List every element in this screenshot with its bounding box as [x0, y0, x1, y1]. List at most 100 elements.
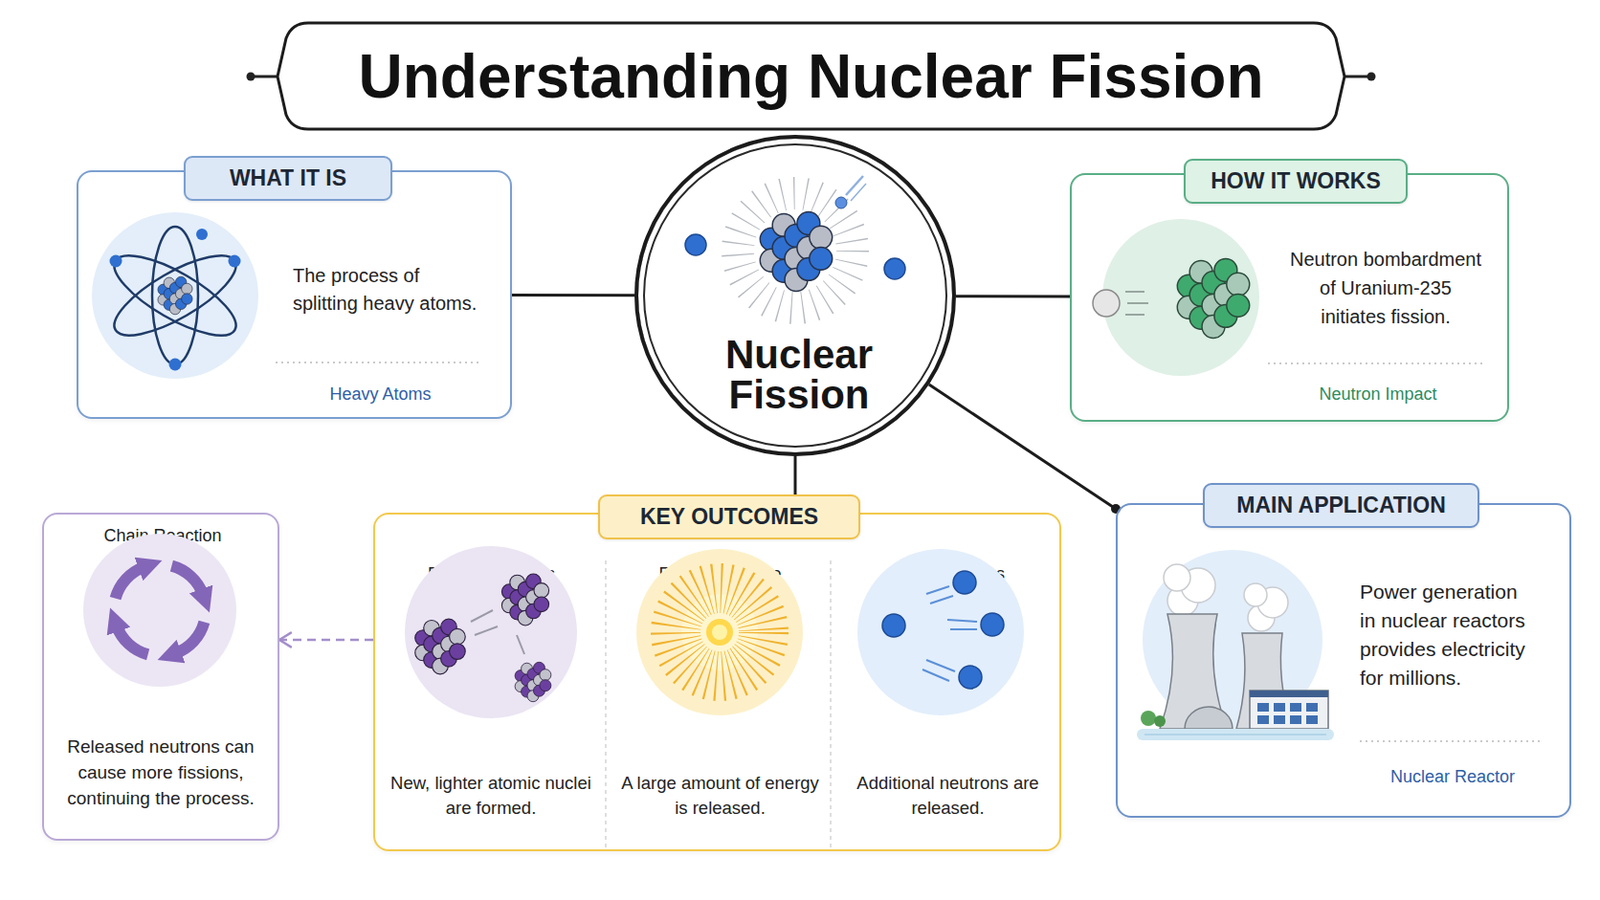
reactor-illustration [1289, 703, 1302, 712]
reactor-illustration [1247, 604, 1275, 632]
reactor-illustration [1159, 614, 1227, 730]
reactor-illustration [1249, 690, 1329, 730]
connector-stroke [279, 639, 374, 643]
info-box: Chain ReactionReleased neutrons can caus… [42, 512, 280, 842]
neutrons-icon [930, 596, 954, 604]
atom-icon [91, 212, 259, 379]
connector-line [929, 384, 1121, 514]
neutrons-icon [926, 586, 950, 595]
divider-lines [1267, 362, 1485, 365]
neutron-impact-icon [1177, 259, 1249, 339]
arrow-head [279, 633, 291, 648]
tab-heading: MAIN APPLICATION [1202, 483, 1480, 529]
neutrons-icon [958, 666, 982, 689]
divider-lines [275, 361, 482, 364]
reactor-illustration [1167, 585, 1199, 617]
outcome-column: Fission ProductsNew, lighter atomic nucl… [375, 553, 608, 841]
info-box: WHAT IT ISThe process of splitting heavy… [76, 170, 512, 420]
reactor-illustration [1140, 711, 1156, 727]
caption-label: Heavy Atoms [277, 382, 484, 406]
reactor-illustration [1249, 690, 1329, 698]
tab-heading: WHAT IT IS [183, 155, 393, 201]
body-text: Additional neutrons are released. [840, 771, 1056, 822]
energy-burst-icon [675, 588, 764, 677]
neutron-impact-icon [1125, 313, 1145, 316]
reactor-illustration [1144, 733, 1327, 736]
caption-label: Nuclear Reactor [1359, 765, 1546, 789]
neutron-impact-icon [1127, 302, 1149, 305]
neutron-impact-icon [1092, 219, 1260, 377]
atom-icon [104, 241, 247, 351]
cycle-icon [83, 533, 237, 688]
reactor-illustration [1273, 703, 1286, 712]
reactor-illustration [1306, 703, 1318, 712]
dashed-arrow [279, 633, 374, 648]
atom-icon [110, 255, 123, 268]
energy-burst-icon [681, 594, 758, 671]
title-banner [254, 75, 278, 79]
central-circle: Nuclear Fission [634, 134, 956, 457]
fission-products-icon [516, 635, 525, 655]
body-text: Released neutrons can cause more fission… [53, 733, 268, 812]
atom-icon [196, 228, 208, 241]
atom-icon [169, 358, 182, 372]
reactor-illustration [1136, 550, 1334, 741]
connector-line [511, 294, 635, 296]
neutron-impact-icon [1102, 219, 1260, 377]
atom-icon [152, 226, 199, 365]
atom-icon [157, 276, 193, 315]
body-text: Neutron bombardment of Uranium-235 initi… [1286, 244, 1486, 332]
connector-stroke [511, 293, 635, 297]
connector-line [955, 295, 1070, 297]
reactor-illustration [1306, 715, 1318, 725]
connector-stroke [929, 384, 1116, 510]
cycle-icon [83, 533, 237, 688]
neutrons-icon [922, 669, 950, 682]
reactor-illustration [1257, 587, 1289, 619]
energy-burst-icon [711, 624, 728, 641]
info-box: HOW IT WORKSNeutron bombardment of Urani… [1069, 173, 1510, 423]
body-text: More Neutrons [842, 562, 1054, 586]
central-title: Nuclear Fission [693, 334, 905, 416]
title-banner [277, 22, 1345, 130]
outcome-column: More NeutronsAdditional neutrons are rel… [832, 553, 1064, 841]
fission-products-icon [474, 626, 498, 636]
reactor-illustration [1257, 703, 1269, 712]
tab-heading: KEY OUTCOMES [598, 494, 861, 540]
info-box: MAIN APPLICATIONPower generation in nucl… [1115, 503, 1572, 819]
diagram-title: Understanding Nuclear Fission [277, 42, 1345, 112]
neutrons-icon [947, 620, 978, 623]
neutrons-icon [926, 660, 956, 672]
reactor-illustration [1136, 729, 1334, 741]
reactor-illustration [1273, 715, 1286, 725]
energy-burst-icon [706, 619, 734, 646]
body-text: Energy Release [617, 562, 823, 586]
reactor-illustration [1236, 633, 1292, 730]
body-text: The process of splitting heavy atoms. [292, 262, 485, 318]
atom-icon [104, 241, 247, 351]
outcome-column: Energy ReleaseA large amount of energy i… [607, 553, 833, 841]
cycle-icon [175, 622, 204, 654]
reactor-illustration [1184, 707, 1233, 730]
title-banner [1344, 75, 1368, 79]
reactor-illustration [1180, 568, 1216, 603]
tab-heading: HOW IT WORKS [1183, 158, 1408, 204]
divider-lines [275, 362, 1544, 849]
reactor-illustration [1142, 550, 1323, 731]
neutron-impact-icon [1125, 290, 1145, 293]
title-banner [246, 72, 256, 82]
reactor-illustration [1163, 564, 1191, 592]
divider-lines [829, 560, 832, 849]
reactor-illustration [1244, 583, 1267, 607]
fission-products-icon [415, 619, 466, 675]
reactor-illustration [1289, 715, 1302, 725]
divider-lines [604, 560, 607, 849]
fission-products-icon [470, 610, 493, 623]
body-text: Fission Products [384, 562, 599, 586]
cycle-icon [116, 625, 149, 655]
neutrons-icon [882, 614, 906, 638]
divider-lines [1359, 740, 1544, 743]
body-text: Chain Reaction [53, 524, 272, 548]
neutrons-icon [980, 613, 1004, 637]
